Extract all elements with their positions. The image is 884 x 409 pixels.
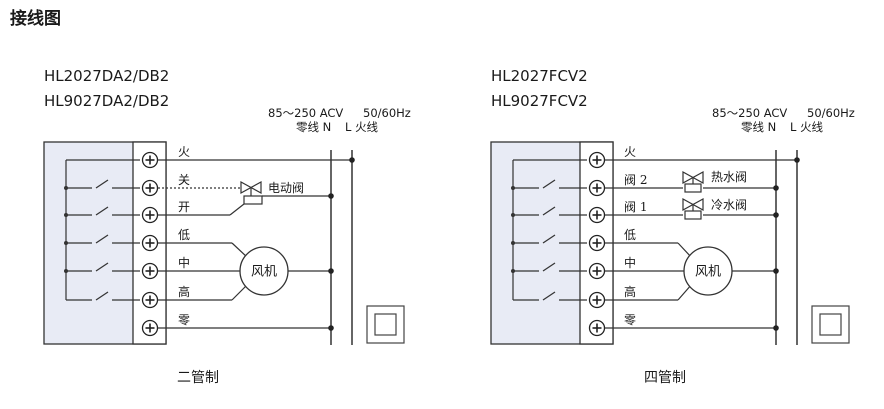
power-voltage: 85～250 ACV — [268, 106, 343, 120]
hot-water-valve-icon — [682, 170, 704, 193]
terminal-screw-icon — [141, 206, 159, 224]
terminal-screw-icon — [588, 151, 606, 169]
terminal-screw-icon — [141, 291, 159, 309]
fan-label: 风机 — [695, 265, 721, 280]
diagram-caption: 二管制 — [177, 370, 219, 386]
fan-motor-icon — [683, 246, 733, 296]
power-voltage: 85～250 ACV — [712, 106, 787, 120]
terminal-screw-icon — [141, 179, 159, 197]
two-pipe-diagram: HL2027DA2/DB2 HL9027DA2/DB2 85～250 ACV 5… — [43, 67, 411, 386]
terminal-label: 零 — [178, 313, 190, 327]
terminal-label: 火 — [178, 145, 190, 159]
external-wiring — [605, 150, 798, 345]
neutral-label: 零线 N — [296, 120, 331, 134]
terminal-label: 火 — [624, 145, 636, 159]
terminal-screw-icon — [588, 262, 606, 280]
terminal-label: 低 — [624, 228, 636, 242]
terminal-label: 高 — [624, 284, 636, 299]
relay-contacts — [65, 159, 140, 301]
live-label: L 火线 — [790, 120, 824, 134]
terminal-screw-icon — [588, 319, 606, 337]
terminal-screw-icon — [588, 234, 606, 252]
hot-water-valve-label: 热水阀 — [711, 170, 747, 184]
valve-icon — [240, 180, 263, 205]
power-frequency: 50/60Hz — [807, 106, 855, 120]
terminal-label: 中 — [178, 255, 190, 270]
diagram-caption: 四管制 — [644, 370, 686, 386]
terminal-screw-icon — [141, 151, 159, 169]
power-frequency: 50/60Hz — [363, 106, 411, 120]
terminal-screw-icon — [588, 206, 606, 224]
model-name-2: HL9027DA2/DB2 — [44, 92, 169, 110]
fan-label: 风机 — [251, 265, 277, 280]
terminal-label: 低 — [178, 228, 190, 242]
terminal-screw-icon — [141, 262, 159, 280]
page-title: 接线图 — [10, 9, 61, 29]
cold-water-valve-label: 冷水阀 — [711, 198, 747, 212]
terminal-label: 阀 2 — [624, 173, 647, 187]
model-name-1: HL2027DA2/DB2 — [44, 67, 169, 85]
model-name-2: HL9027FCV2 — [491, 92, 588, 110]
relay-contacts — [512, 159, 587, 301]
external-wiring — [158, 150, 353, 345]
cold-water-valve-icon — [682, 197, 704, 220]
terminal-screw-icon — [588, 179, 606, 197]
terminal-screw-icon — [141, 234, 159, 252]
terminal-label: 零 — [624, 313, 636, 327]
valve-label: 电动阀 — [268, 181, 304, 195]
fan-motor-icon — [239, 246, 289, 296]
terminal-label: 高 — [178, 284, 190, 299]
terminal-screw-icon — [141, 319, 159, 337]
terminal-label: 开 — [178, 200, 190, 214]
terminal-screw-icon — [588, 291, 606, 309]
neutral-label: 零线 N — [741, 120, 776, 134]
terminal-label: 阀 1 — [624, 200, 647, 214]
terminal-label: 中 — [624, 255, 636, 270]
terminal-label: 关 — [178, 173, 190, 187]
four-pipe-diagram: HL2027FCV2 HL9027FCV2 85～250 ACV 50/60Hz… — [490, 67, 855, 386]
live-label: L 火线 — [345, 120, 379, 134]
model-name-1: HL2027FCV2 — [491, 67, 588, 85]
